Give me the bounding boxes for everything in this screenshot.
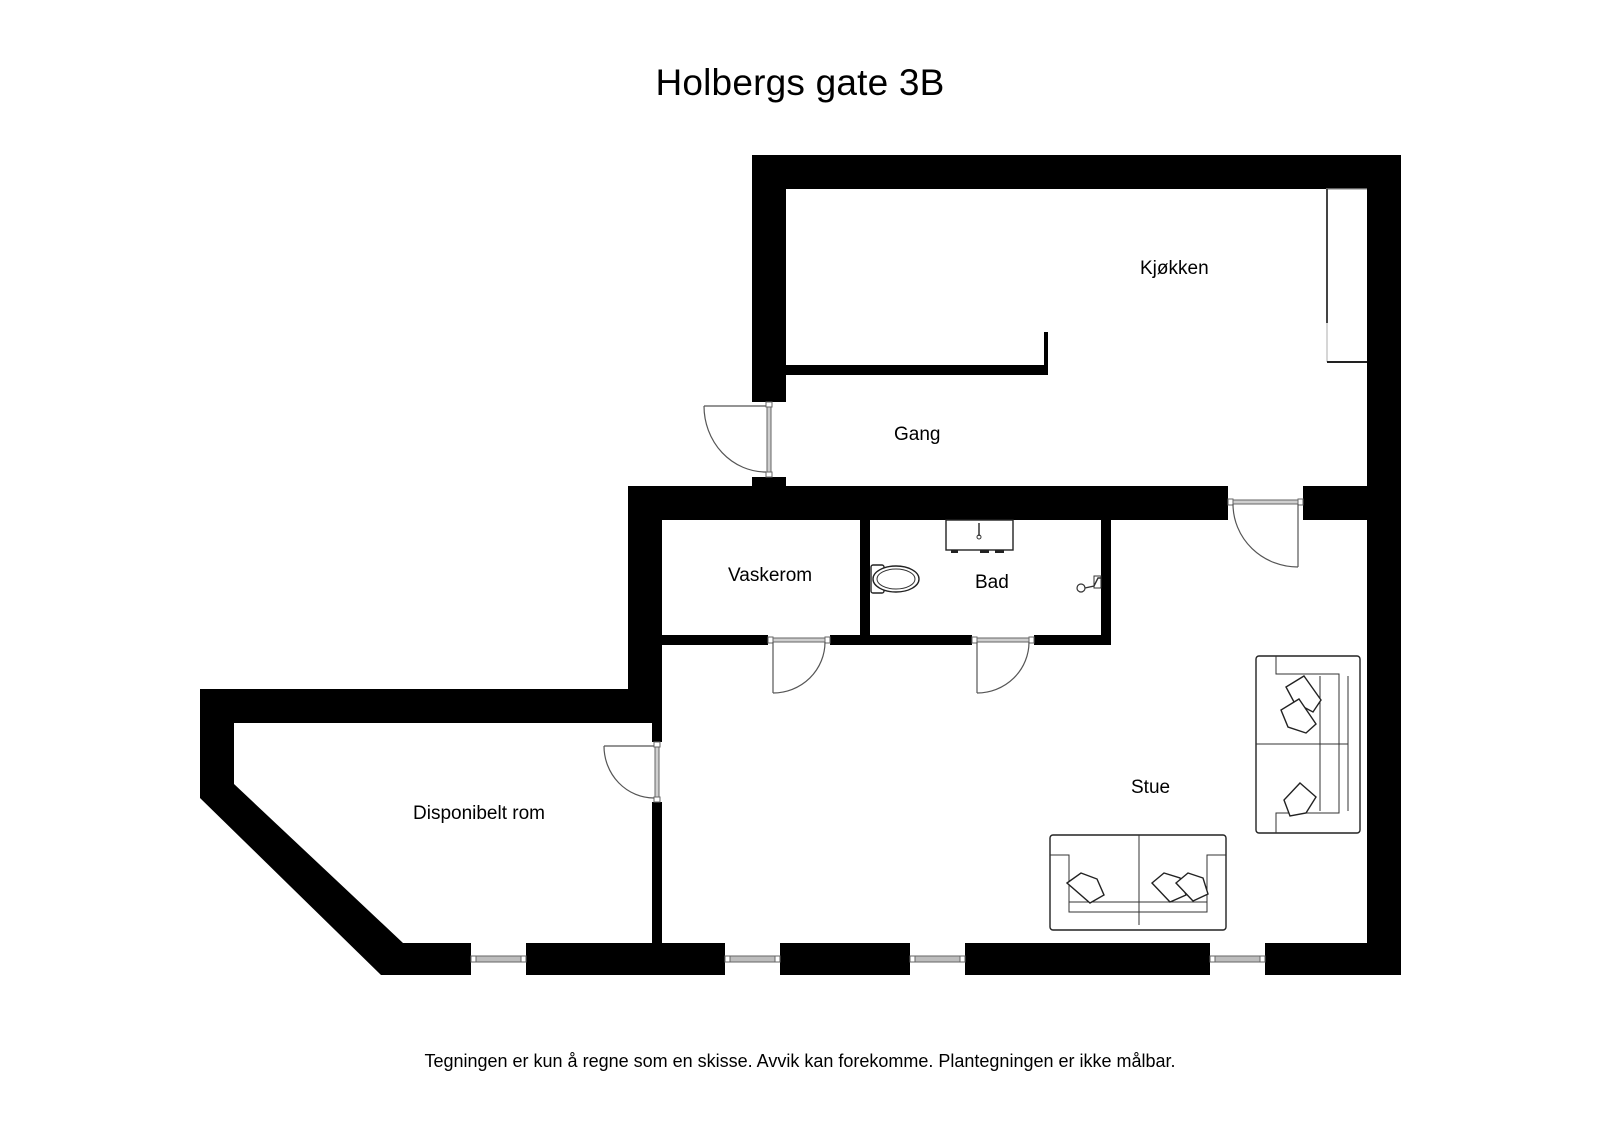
wall-lower-2 — [830, 635, 972, 645]
wall-kitchen-partition — [786, 365, 1047, 375]
room-label-stue: Stue — [1131, 777, 1170, 798]
floor-plan-title: Holbergs gate 3B — [655, 62, 945, 103]
wall-bottom-3 — [780, 943, 910, 975]
bathroom-sink-icon — [945, 519, 1014, 553]
room-label-vaskerom: Vaskerom — [728, 565, 812, 586]
door-disponibelt-rom[interactable] — [603, 741, 661, 803]
wall-left-upper — [752, 155, 786, 402]
wall-dispo-divider-bottom — [652, 802, 662, 944]
room-labels: Kjøkken Gang Vaskerom Bad Stue Disponibe… — [413, 258, 1209, 824]
wall-vaskerom-left — [628, 486, 662, 714]
window-stue-2 — [909, 955, 966, 963]
doors — [603, 401, 1304, 803]
door-vaskerom[interactable] — [767, 636, 831, 694]
wall-middle-left — [628, 486, 1228, 520]
wall-bottom-4 — [965, 943, 1210, 975]
wall-bad-right — [1101, 520, 1111, 642]
door-entry[interactable] — [703, 401, 773, 478]
sofa-horizontal — [1049, 834, 1227, 931]
window-stue-3 — [1209, 955, 1266, 963]
room-label-bad: Bad — [975, 572, 1009, 593]
window-dispo — [470, 955, 527, 963]
kitchen-counter — [1326, 188, 1367, 363]
wall-bottom-1 — [381, 943, 471, 975]
wall-top — [752, 155, 1401, 189]
wall-entry-stub — [752, 477, 786, 487]
wall-bottom-5 — [1265, 943, 1401, 975]
wall-vaskerom-bad — [860, 520, 870, 642]
room-label-kjokken: Kjøkken — [1140, 258, 1209, 279]
toilet-icon — [870, 564, 920, 594]
walls — [200, 155, 1401, 975]
wall-dispo-left-diagonal — [200, 689, 403, 975]
wall-lower-1 — [662, 635, 768, 645]
disclaimer-text: Tegningen er kun å regne som en skisse. … — [424, 1051, 1176, 1071]
wall-lower-3 — [1034, 635, 1111, 645]
room-label-disponibelt-rom: Disponibelt rom — [413, 803, 545, 824]
wall-kitchen-partition-end — [1044, 332, 1048, 375]
room-label-gang: Gang — [894, 424, 940, 445]
sofa-vertical — [1255, 655, 1361, 834]
shower-head-icon — [1076, 575, 1102, 593]
wall-dispo-top — [200, 689, 662, 723]
wall-middle-right — [1303, 486, 1401, 520]
window-stue-1 — [724, 955, 781, 963]
wall-dispo-divider-top — [652, 714, 662, 742]
door-gang-stue[interactable] — [1227, 498, 1304, 568]
door-bad[interactable] — [971, 636, 1035, 694]
windows — [470, 955, 1266, 963]
wall-right — [1367, 155, 1401, 975]
wall-bottom-2 — [526, 943, 725, 975]
